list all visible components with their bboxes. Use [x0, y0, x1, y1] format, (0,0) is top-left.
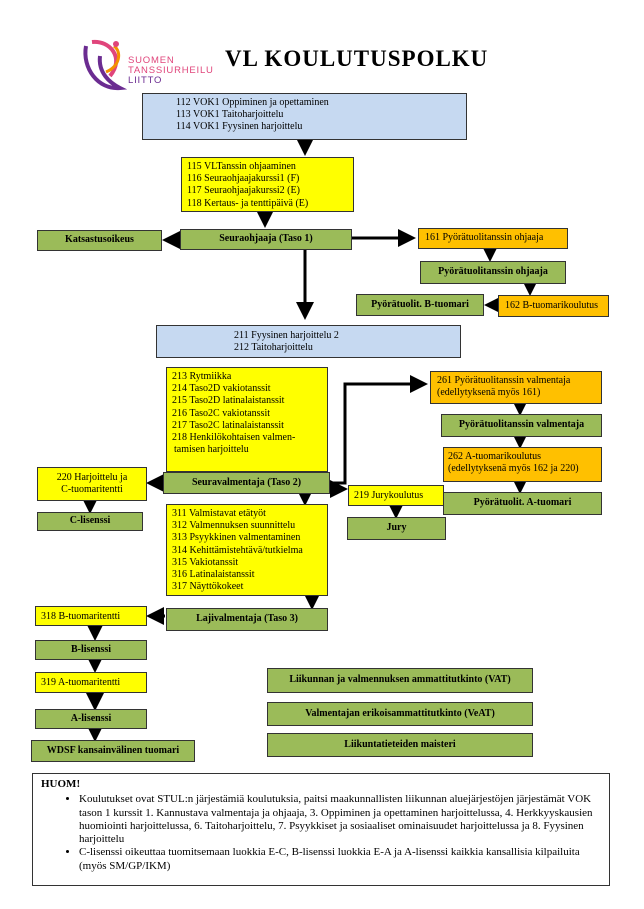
logo-swoosh-orange: [105, 44, 121, 74]
c261-line: (edellytyksenä myös 161): [437, 387, 541, 399]
page-title: VL KOULUTUSPOLKU: [225, 46, 489, 71]
lajivalmentaja-box: Lajivalmentaja (Taso 3): [166, 608, 328, 631]
course-219-box: 219 Jurykoulutus: [348, 485, 444, 506]
logo-swoosh-purple: [83, 45, 128, 91]
level1-courses-box: 115 VLTanssin ohjaaminen 116 Seuraohjaaj…: [181, 157, 354, 212]
logo-swoosh-pink: [91, 39, 118, 78]
wdsf-box: WDSF kansainvälinen tuomari: [31, 740, 195, 762]
course-261-box: 261 Pyörätuolitanssin valmentaja (edelly…: [430, 371, 602, 404]
course-line: 314 Kehittämistehtävä/tutkielma: [172, 544, 303, 556]
note-heading: HUOM!: [41, 778, 81, 790]
course-220-box: 220 Harjoittelu ja C-tuomaritentti: [37, 467, 147, 501]
course-line: tamisen harjoittelu: [174, 444, 249, 456]
vok1-line: 114 VOK1 Fyysinen harjoittelu: [176, 121, 303, 133]
c220-line: C-tuomaritentti: [61, 484, 123, 496]
seuraohjaaja-box: Seuraohjaaja (Taso 1): [180, 229, 352, 250]
pt-b-tuomari-box: Pyörätuolit. B-tuomari: [356, 294, 484, 316]
pt-ohjaaja-box: Pyörätuolitanssin ohjaaja: [420, 261, 566, 284]
vok1-box: 112 VOK1 Oppiminen ja opettaminen 113 VO…: [142, 93, 467, 140]
basics-line: 212 Taitoharjoittelu: [234, 342, 313, 354]
arrow-seuravalm-to-261: [330, 375, 428, 485]
note-item: C-lisenssi oikeuttaa tuomitsemaan luokki…: [79, 846, 601, 873]
course-319-box: 319 A-tuomaritentti: [35, 672, 147, 693]
course-line: 313 Psyykkinen valmentaminen: [172, 532, 301, 544]
note-item: Koulutukset ovat STUL:n järjestämiä koul…: [79, 793, 601, 846]
course-262-box: 262 A-tuomarikoulutus (edellytyksenä myö…: [443, 447, 602, 482]
course-line: 312 Valmennuksen suunnittelu: [172, 520, 296, 532]
vok1-line: 113 VOK1 Taitoharjoittelu: [176, 109, 284, 121]
course-161-box: 161 Pyörätuolitanssin ohjaaja: [418, 228, 568, 249]
c-lisenssi-box: C-lisenssi: [37, 512, 143, 531]
logo-text-line2: TANSSIURHEILU: [128, 65, 214, 76]
b-lisenssi-box: B-lisenssi: [35, 640, 147, 660]
c220-line: 220 Harjoittelu ja: [56, 472, 128, 483]
course-line: 216 Taso2C vakiotanssit: [172, 407, 271, 419]
stul-logo: SUOMEN TANSSIURHEILU LIITTO: [80, 38, 220, 100]
jury-box: Jury: [347, 517, 446, 540]
vat-box: Liikunnan ja valmennuksen ammattitutkint…: [267, 668, 533, 693]
course-line: 218 Henkilökohtaisen valmen-: [172, 432, 296, 444]
a-lisenssi-box: A-lisenssi: [35, 709, 147, 729]
course-line: 316 Latinalaistanssit: [172, 569, 255, 581]
basics-line: 211 Fyysinen harjoittelu 2: [234, 330, 339, 341]
pt-valmentaja-box: Pyörätuolitanssin valmentaja: [441, 414, 602, 437]
veat-box: Valmentajan erikoisammattitutkinto (VeAT…: [267, 702, 533, 726]
c261-line: 261 Pyörätuolitanssin valmentaja: [437, 375, 571, 386]
katsastusoikeus-box: Katsastusoikeus: [37, 230, 162, 251]
course-line: 214 Taso2D vakiotanssit: [172, 383, 271, 395]
pt-a-tuomari-box: Pyörätuolit. A-tuomari: [443, 492, 602, 515]
seuravalmentaja-box: Seuravalmentaja (Taso 2): [163, 472, 330, 494]
logo-dot: [113, 41, 119, 47]
c262-line: (edellytyksenä myös 162 ja 220): [448, 463, 579, 475]
course-line: 317 Näyttökokeet: [172, 581, 244, 593]
logo-text-line3: LIITTO: [128, 75, 163, 86]
level3-courses-box: 311 Valmistavat etätyöt 312 Valmennuksen…: [166, 504, 328, 596]
note-box: HUOM! Koulutukset ovat STUL:n järjestämi…: [32, 773, 610, 886]
course-162-box: 162 B-tuomarikoulutus: [498, 295, 609, 317]
course-line: 118 Kertaus- ja tenttipäivä (E): [187, 197, 309, 209]
logo-text-line1: SUOMEN: [128, 55, 175, 66]
level2-courses-box: 213 Rytmiikka 214 Taso2D vakiotanssit 21…: [166, 367, 328, 472]
vok1-line: 112 VOK1 Oppiminen ja opettaminen: [176, 97, 329, 108]
course-line: 215 Taso2D latinalaistanssit: [172, 395, 285, 407]
course-line: 117 Seuraohjaajakurssi2 (E): [187, 185, 300, 197]
course-318-box: 318 B-tuomaritentti: [35, 606, 147, 626]
level2-basics-box: 211 Fyysinen harjoittelu 2 212 Taitoharj…: [156, 325, 461, 358]
c262-line: 262 A-tuomarikoulutus: [448, 451, 542, 462]
course-line: 217 Taso2C latinalaistanssit: [172, 419, 284, 431]
course-line: 315 Vakiotanssit: [172, 556, 239, 568]
course-line: 116 Seuraohjaajakurssi1 (F): [187, 173, 300, 185]
maisteri-box: Liikuntatieteiden maisteri: [267, 733, 533, 757]
course-line: 311 Valmistavat etätyöt: [172, 508, 266, 519]
note-list: Koulutukset ovat STUL:n järjestämiä koul…: [41, 793, 601, 873]
course-line: 115 VLTanssin ohjaaminen: [187, 161, 296, 172]
course-line: 213 Rytmiikka: [172, 371, 232, 382]
